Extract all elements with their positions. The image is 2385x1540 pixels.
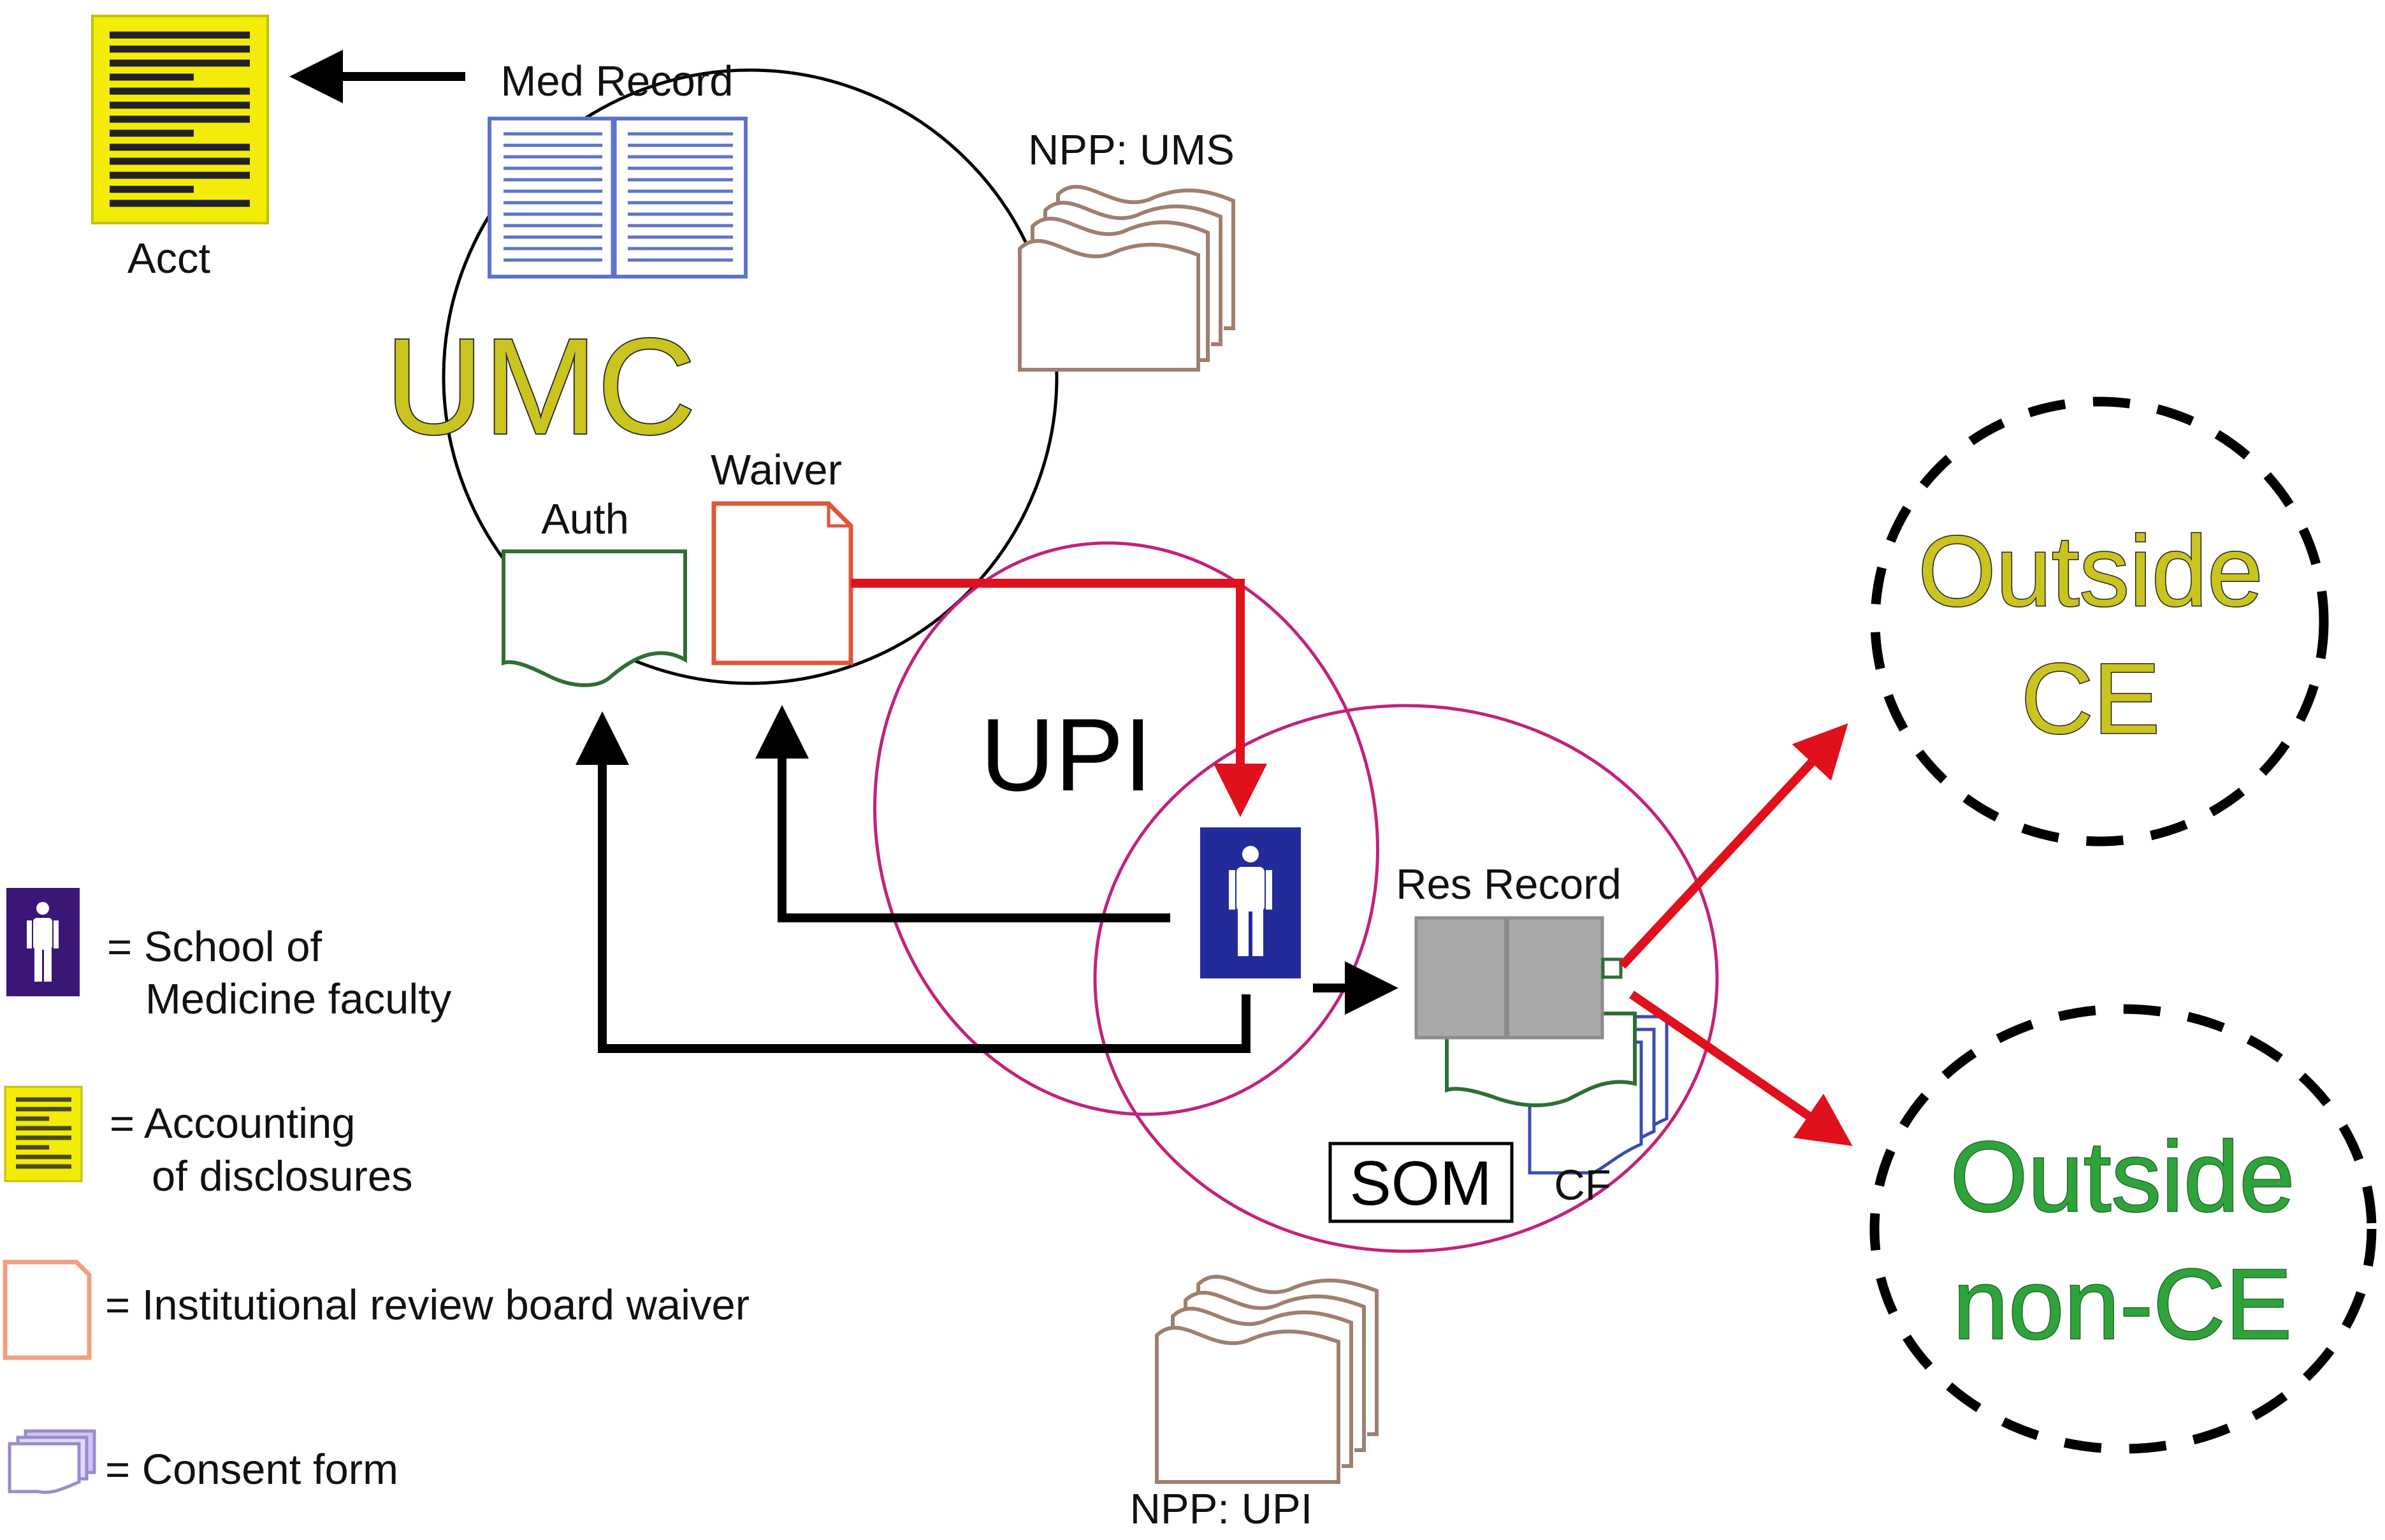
som-label: SOM bbox=[1349, 1148, 1491, 1218]
res-record-book-icon bbox=[1414, 916, 1623, 1040]
outside-ce-line1: Outside bbox=[1918, 516, 2263, 627]
cf-label: CF bbox=[1554, 1161, 1611, 1209]
accounting-document-icon bbox=[91, 15, 269, 224]
umc-circle bbox=[442, 68, 1059, 685]
legend-faculty-icon bbox=[6, 888, 80, 996]
npp-upi-stack-icon bbox=[1155, 1275, 1379, 1484]
upi-label: UPI bbox=[980, 697, 1152, 813]
upi-ellipse bbox=[873, 541, 1379, 1116]
med-record-book-icon bbox=[488, 117, 748, 279]
umc-label: UMC bbox=[385, 310, 695, 463]
legend: = School of Medicine faculty = Accountin… bbox=[3, 888, 750, 1494]
legend-faculty-line2: Medicine faculty bbox=[145, 975, 452, 1023]
legend-consent-line: = Consent form bbox=[105, 1446, 398, 1493]
med-record-label: Med Record bbox=[501, 57, 734, 105]
outside-nonce-ellipse bbox=[1869, 1004, 2377, 1454]
legend-waiver-line: = Institutional review board waiver bbox=[105, 1281, 750, 1329]
arrow-faculty-to-auth bbox=[576, 711, 1250, 1053]
waiver-label: Waiver bbox=[711, 446, 842, 494]
legend-waiver-icon bbox=[3, 1260, 92, 1360]
som-ellipse bbox=[1093, 704, 1719, 1253]
legend-accounting-line1: = Accounting bbox=[110, 1100, 356, 1147]
acct-label: Acct bbox=[127, 235, 211, 282]
legend-accounting-line2: of disclosures bbox=[152, 1152, 413, 1200]
arrow-faculty-to-waiver bbox=[755, 705, 1170, 922]
waiver-document-icon bbox=[711, 501, 853, 665]
arrow-res-to-outside-nonce bbox=[1629, 991, 1853, 1146]
faculty-icon bbox=[1200, 827, 1301, 978]
outside-nonce-line2: non-CE bbox=[1953, 1249, 2292, 1360]
legend-faculty-line1: = School of bbox=[107, 923, 322, 971]
arrow-waiver-to-faculty bbox=[851, 579, 1267, 817]
npp-ums-label: NPP: UMS bbox=[1028, 126, 1235, 174]
outside-ce-ellipse bbox=[1870, 396, 2329, 846]
npp-upi-label: NPP: UPI bbox=[1130, 1485, 1313, 1533]
outside-ce-line2: CE bbox=[2021, 643, 2160, 755]
res-record-label: Res Record bbox=[1396, 861, 1621, 908]
legend-consent-form-icon bbox=[8, 1429, 96, 1494]
npp-ums-stack-icon bbox=[1018, 185, 1235, 372]
auth-form-icon bbox=[502, 549, 687, 687]
arrow-res-to-outside-ce bbox=[1618, 723, 1848, 969]
auth-label: Auth bbox=[541, 495, 629, 543]
outside-nonce-line1: Outside bbox=[1950, 1121, 2294, 1233]
legend-accounting-icon bbox=[4, 1086, 83, 1182]
som-box bbox=[1328, 1142, 1514, 1223]
